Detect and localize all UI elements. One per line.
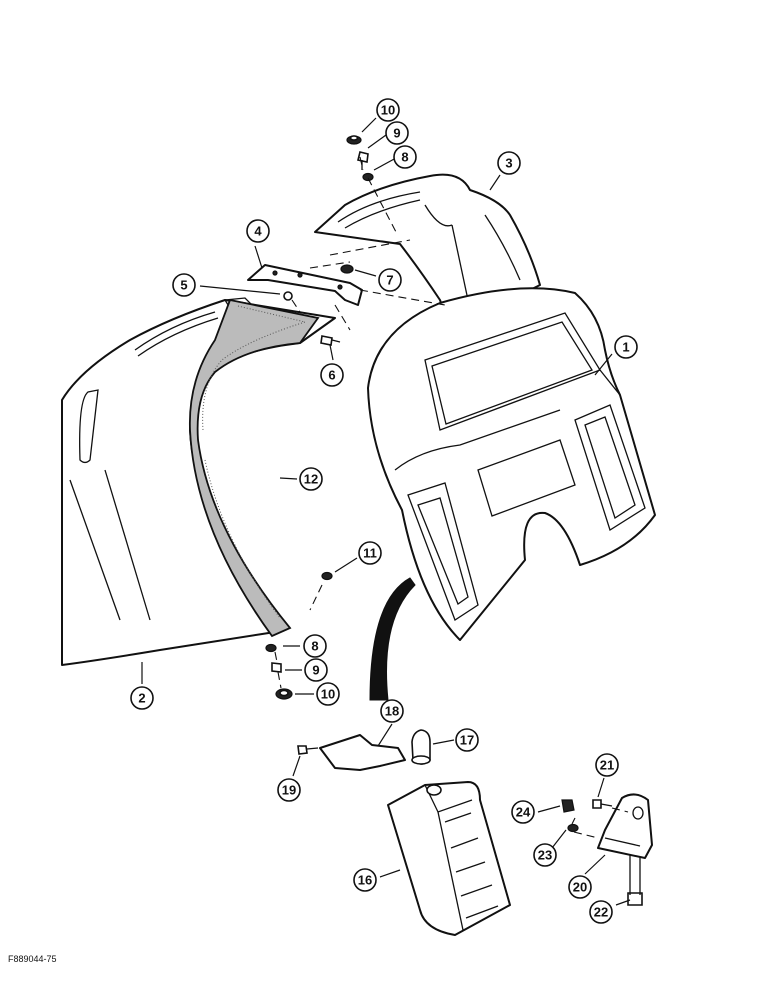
svg-text:3: 3: [505, 156, 512, 171]
foam-seal-part-12: [188, 298, 320, 638]
svg-text:9: 9: [312, 663, 319, 678]
svg-text:9: 9: [393, 126, 400, 141]
callout-5: 5: [172, 273, 196, 297]
callout-2: 2: [130, 686, 154, 710]
svg-text:20: 20: [573, 880, 587, 895]
svg-text:16: 16: [358, 873, 372, 888]
svg-text:10: 10: [321, 687, 335, 702]
svg-text:10: 10: [381, 103, 395, 118]
svg-text:8: 8: [401, 150, 408, 165]
bracket-part-4: [247, 264, 363, 306]
svg-text:17: 17: [460, 733, 474, 748]
svg-text:22: 22: [594, 905, 608, 920]
callout-1: 1: [614, 335, 638, 359]
alignment-lines: [274, 156, 629, 839]
callout-20: 20: [568, 875, 592, 899]
svg-text:23: 23: [538, 848, 552, 863]
callout-12: 12: [299, 467, 323, 491]
svg-text:7: 7: [386, 273, 393, 288]
callout-24: 24: [511, 800, 535, 824]
svg-text:5: 5: [180, 278, 187, 293]
callout-19: 19: [277, 778, 301, 802]
svg-text:6: 6: [328, 368, 335, 383]
callout-9-top: 9: [385, 121, 409, 145]
callout-21: 21: [595, 753, 619, 777]
callout-3: 3: [497, 151, 521, 175]
callout-23: 23: [533, 843, 557, 867]
bracket-part-20: [597, 793, 653, 859]
callout-10-bottom: 10: [316, 682, 340, 706]
callout-9-bottom: 9: [304, 658, 328, 682]
svg-text:24: 24: [516, 805, 531, 820]
callout-18: 18: [380, 699, 404, 723]
callout-6: 6: [320, 363, 344, 387]
dash-shroud-part-1: [367, 287, 656, 641]
callout-11: 11: [358, 541, 382, 565]
svg-text:2: 2: [138, 691, 145, 706]
callout-4: 4: [246, 219, 270, 243]
svg-text:1: 1: [622, 340, 629, 355]
svg-text:21: 21: [600, 758, 614, 773]
svg-text:12: 12: [304, 472, 318, 487]
svg-text:8: 8: [311, 639, 318, 654]
figure-code: F889044-75: [8, 954, 57, 964]
callout-17: 17: [455, 728, 479, 752]
callout-10-top: 10: [376, 98, 400, 122]
callout-16: 16: [353, 868, 377, 892]
leader-lines: [141, 117, 631, 906]
vent-housing-part-16: [387, 781, 511, 936]
rear-cover-part-3: [314, 173, 541, 331]
svg-text:19: 19: [282, 783, 296, 798]
callout-22: 22: [589, 900, 613, 924]
svg-text:18: 18: [385, 704, 399, 719]
svg-text:11: 11: [363, 546, 377, 561]
callout-8-top: 8: [393, 145, 417, 169]
duct-hose: [369, 577, 416, 701]
callout-8-bottom: 8: [303, 634, 327, 658]
svg-text:4: 4: [254, 224, 262, 239]
hardware: [265, 135, 643, 906]
callout-7: 7: [378, 268, 402, 292]
